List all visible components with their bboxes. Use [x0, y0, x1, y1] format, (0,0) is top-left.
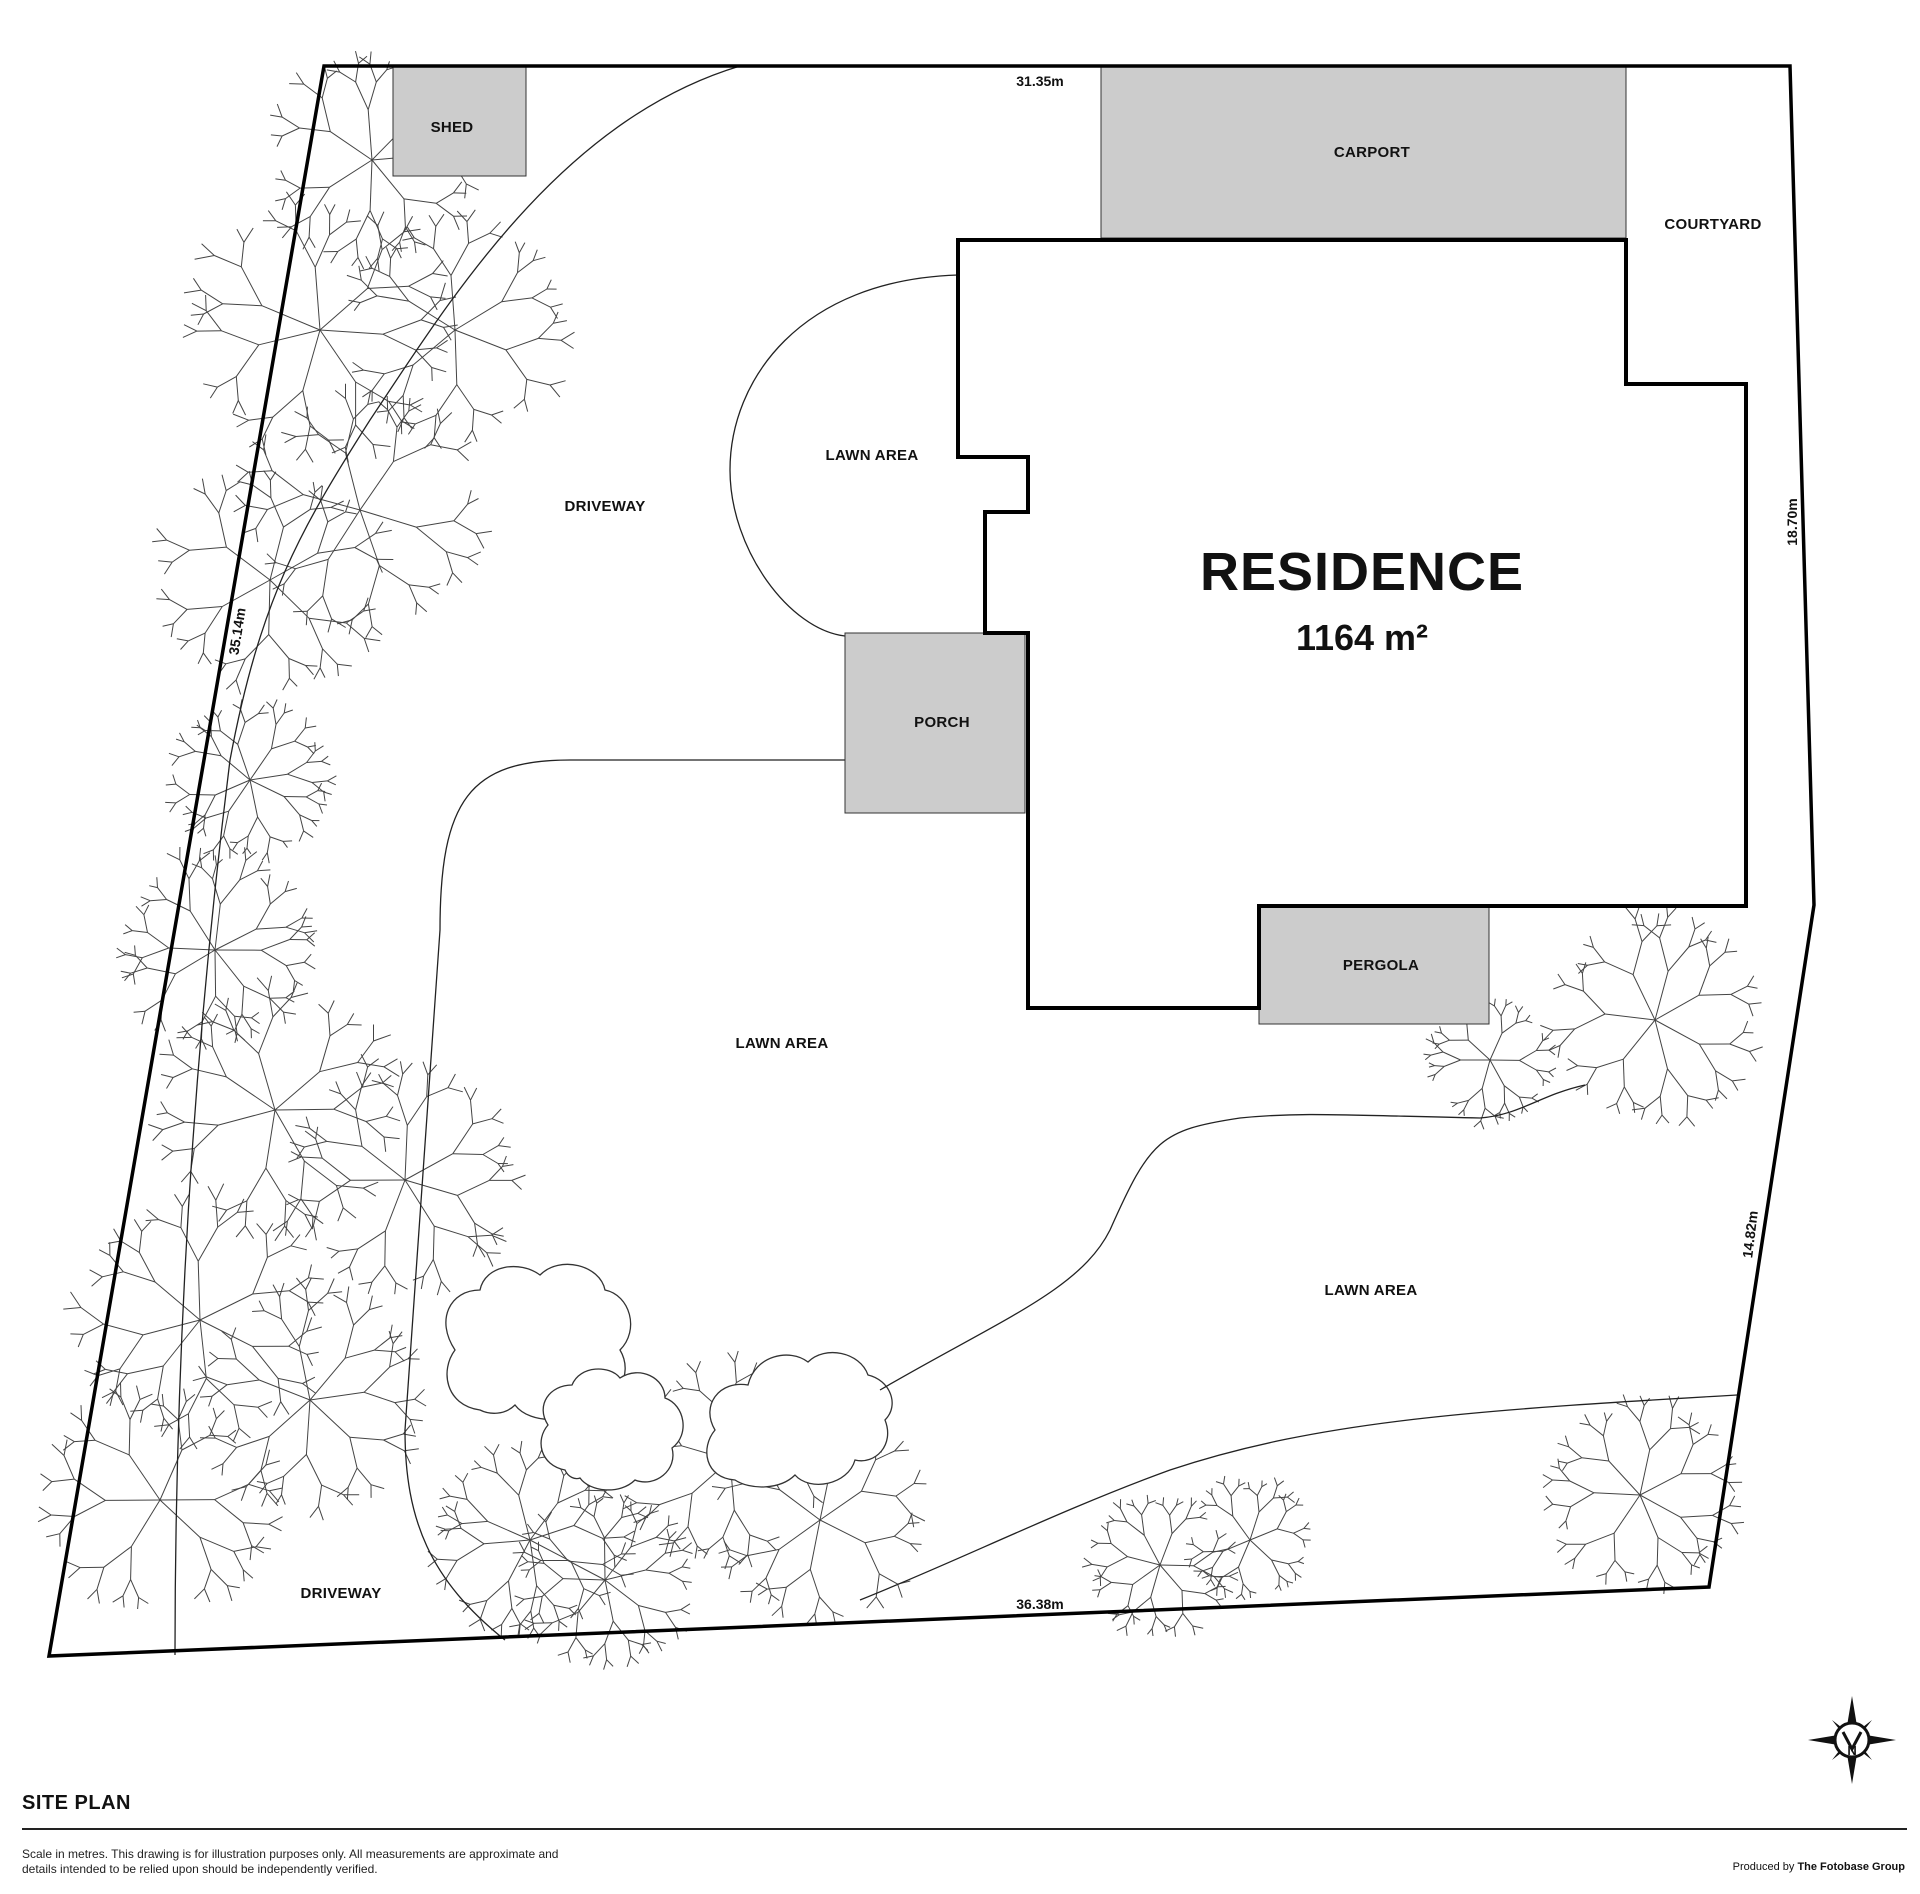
- dimension-right-lower: 14.82m: [1739, 1210, 1761, 1259]
- pergola: [1258, 905, 1490, 1025]
- dimension-bottom: 36.38m: [1016, 1596, 1063, 1612]
- dimension-left: 35.14m: [225, 607, 248, 656]
- driveway-top-label: DRIVEWAY: [564, 498, 645, 515]
- produced-by-credit: Produced by The Fotobase Group: [1733, 1861, 1905, 1873]
- porch-label: PORCH: [914, 714, 970, 731]
- residence-outline: [956, 238, 1748, 1010]
- property-boundary: [46, 64, 1816, 1658]
- pergola-label: PERGOLA: [1343, 957, 1419, 974]
- porch: [844, 632, 1026, 814]
- lawn-area-center-label: LAWN AREA: [736, 1035, 829, 1052]
- shed-label: SHED: [431, 119, 474, 136]
- footer-divider: [22, 1828, 1907, 1830]
- residence-area: 1164 m²: [1296, 617, 1428, 658]
- residence-title: RESIDENCE: [1200, 542, 1524, 602]
- produced-by-prefix: Produced by: [1732, 1861, 1795, 1873]
- north-compass-icon: N: [1808, 1696, 1896, 1784]
- dimension-top: 31.35m: [1016, 73, 1063, 89]
- courtyard-label: COURTYARD: [1664, 216, 1761, 233]
- disclaimer-text: Scale in metres. This drawing is for ill…: [22, 1847, 559, 1876]
- lawn-area-right-label: LAWN AREA: [1325, 1282, 1418, 1299]
- shrub-cluster: [445, 1263, 893, 1491]
- produced-by-company: The Fotobase Group: [1797, 1861, 1905, 1873]
- driveway-bottom-label: DRIVEWAY: [300, 1585, 381, 1602]
- trees-layer: [37, 50, 1763, 1670]
- page-title: SITE PLAN: [22, 1792, 131, 1814]
- dimension-right-upper: 18.70m: [1784, 498, 1800, 545]
- carport-label: CARPORT: [1334, 144, 1410, 161]
- lawn-area-top-label: LAWN AREA: [826, 447, 919, 464]
- compass-north-letter: N: [1847, 1743, 1856, 1758]
- shed: [392, 65, 527, 177]
- path-edges: [174, 65, 1738, 1656]
